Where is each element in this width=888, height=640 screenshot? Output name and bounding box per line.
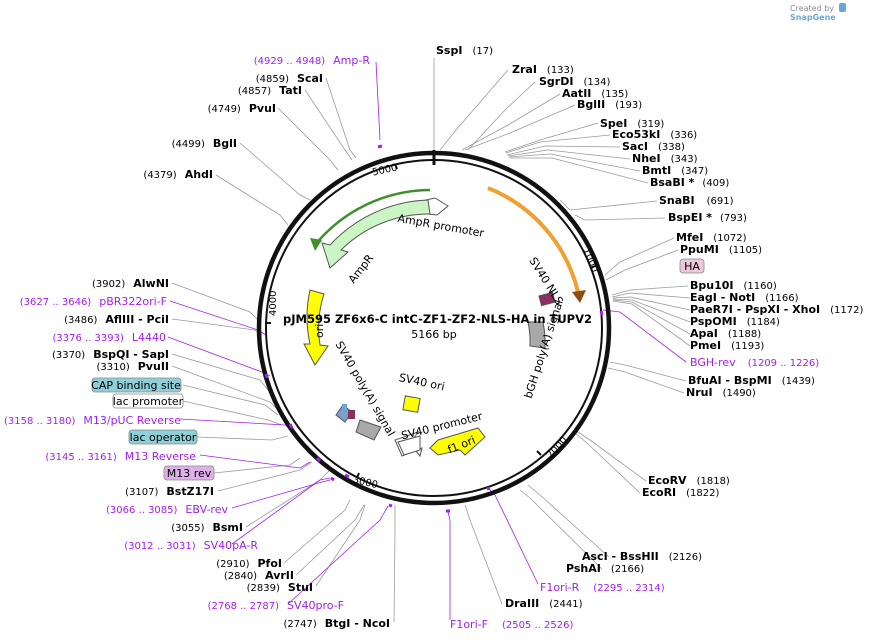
enzyme-labels-left: (2747)BtgI - NcoI (2839)StuI (2840)AvrII… bbox=[52, 72, 390, 630]
enzyme-label: (3055)BsmI bbox=[171, 521, 243, 534]
enzyme-label: BmtI(347) bbox=[642, 164, 708, 177]
feature-label-ampr: AmpR bbox=[346, 252, 377, 286]
primer-label: (3012 .. 3031)SV40pA-R bbox=[124, 539, 258, 552]
primer-label: (3145 .. 3161)M13 Reverse bbox=[45, 450, 196, 463]
snapgene-credit: Created by SnapGene bbox=[790, 3, 888, 22]
enzyme-label: SpeI(319) bbox=[600, 117, 664, 130]
bgh-polya-block bbox=[527, 321, 546, 349]
enzyme-label: (4499)BglI bbox=[172, 137, 237, 150]
primer-label: (2768 .. 2787)SV40pro-F bbox=[208, 599, 344, 612]
enzyme-label: (3486)AflIII - PciI bbox=[64, 313, 169, 326]
enzyme-label: (2840)AvrII bbox=[224, 569, 294, 582]
enzyme-label: BsaBI *(409) bbox=[650, 176, 729, 189]
enzyme-labels: SspI(17) ZraI(133) SgrDI(134) AatII(135)… bbox=[436, 44, 864, 610]
feature-label-ori: ori bbox=[313, 324, 326, 338]
enzyme-label: (2910)PfoI bbox=[216, 557, 282, 570]
gray-block bbox=[355, 419, 382, 441]
primer-markers bbox=[264, 144, 604, 513]
ampr-outer-arrow bbox=[314, 188, 431, 246]
enzyme-label: SnaBI(691) bbox=[659, 194, 734, 207]
enzyme-label: ZraI(133) bbox=[512, 63, 574, 76]
plasmid-name: pJM595 ZF6x6-C intC-ZF1-ZF2-NLS-HA in TU… bbox=[283, 312, 592, 326]
enzyme-label: (2747)BtgI - NcoI bbox=[284, 617, 390, 630]
enzyme-label: ApaI(1188) bbox=[690, 327, 761, 340]
primer-label: (4929 .. 4948)Amp-R bbox=[254, 54, 371, 67]
m13-rev-label: M13 rev bbox=[167, 467, 212, 480]
primer-label: F1ori-F(2505 .. 2526) bbox=[450, 618, 573, 631]
ha-box-label: HA bbox=[684, 260, 700, 273]
sv40-nls-block bbox=[538, 291, 556, 307]
primer-label: (3627 .. 3646)pBR322ori-F bbox=[20, 295, 167, 308]
sv40-ori-box bbox=[402, 395, 421, 413]
cap-binding-site-label: CAP binding site bbox=[91, 379, 181, 392]
enzyme-label: PspOMI(1184) bbox=[690, 315, 780, 328]
enzyme-label: SacI(338) bbox=[622, 140, 685, 153]
enzyme-label: AatII(135) bbox=[562, 87, 628, 100]
enzyme-label: PaeR7I - PspXI - XhoI(1172) bbox=[690, 303, 864, 316]
lac-promoter-label: lac promoter bbox=[113, 395, 184, 408]
primer-label: (3376 .. 3393)L4440 bbox=[52, 331, 166, 344]
enzyme-label: SgrDI(134) bbox=[539, 75, 610, 88]
ampr-arrow bbox=[321, 199, 431, 269]
primer-labels: (4929 .. 4948)Amp-R BGH-rev(1209 .. 1226… bbox=[4, 54, 819, 631]
m13-marker bbox=[348, 410, 355, 419]
primer-label: F1ori-R(2295 .. 2314) bbox=[540, 581, 665, 594]
enzyme-label: PshAI(2166) bbox=[566, 562, 644, 575]
enzyme-label: Bpu10I(1160) bbox=[690, 279, 777, 292]
feature-label-ampr-promoter: AmpR promoter bbox=[397, 212, 486, 240]
primer-label: (3158 .. 3180)M13/pUC Reverse bbox=[4, 414, 181, 427]
orange-arc bbox=[487, 186, 580, 293]
tick-label-5000: 5000 bbox=[371, 162, 398, 178]
enzyme-label: BfuAI - BspMI(1439) bbox=[688, 374, 815, 387]
credit-prefix: Created by bbox=[790, 4, 835, 13]
enzyme-label: (4379)AhdI bbox=[143, 168, 213, 181]
enzyme-label: BglII(193) bbox=[577, 98, 642, 111]
plasmid-length: 5166 bp bbox=[411, 328, 456, 341]
enzyme-label: (4859)ScaI bbox=[256, 72, 323, 85]
snapgene-logo-icon bbox=[838, 3, 846, 12]
enzyme-label: (2839)StuI bbox=[247, 581, 313, 594]
sv40-polya-block bbox=[335, 404, 353, 423]
enzyme-label: (4857)TatI bbox=[238, 84, 302, 97]
credit-brand: SnapGene bbox=[790, 13, 836, 22]
ori-arrow bbox=[303, 289, 329, 366]
enzyme-label: Eco53kI(336) bbox=[612, 128, 697, 141]
lac-operator-label: lac operator bbox=[130, 431, 197, 444]
enzyme-label: EcoRI(1822) bbox=[642, 486, 720, 499]
enzyme-label: NruI(1490) bbox=[686, 386, 756, 399]
primer-leaders bbox=[167, 61, 687, 620]
enzyme-label: SspI(17) bbox=[436, 44, 493, 57]
feature-label-sv40-ori: SV40 ori bbox=[398, 371, 446, 393]
primer-label: BGH-rev(1209 .. 1226) bbox=[690, 356, 819, 369]
enzyme-label: (3370)BspQI - SapI bbox=[52, 348, 169, 361]
enzyme-label: BspEI *(793) bbox=[668, 211, 747, 224]
enzyme-label: DraIII(2441) bbox=[505, 597, 583, 610]
enzyme-label: (3107)BstZ17I bbox=[125, 485, 214, 498]
tick-label-2000: 2000 bbox=[545, 435, 570, 461]
enzyme-label: AscI - BssHII(2126) bbox=[582, 550, 702, 563]
enzyme-label: EcoRV(1818) bbox=[648, 474, 730, 487]
tick-label-4000: 4000 bbox=[268, 291, 279, 316]
enzyme-label: (3310)PvuII bbox=[96, 360, 169, 373]
primer-label: (3066 .. 3085)EBV-rev bbox=[106, 503, 228, 516]
lac-marker bbox=[342, 404, 347, 412]
feature-arcs bbox=[303, 186, 586, 458]
enzyme-label: (3902)AlwNI bbox=[92, 277, 169, 290]
enzyme-label: (4749)PvuI bbox=[208, 102, 276, 115]
enzyme-label: MfeI(1072) bbox=[676, 231, 747, 244]
f1-ori-arrow bbox=[429, 427, 486, 456]
tick-label-1000: 1000 bbox=[580, 246, 600, 274]
enzyme-label: PpuMI(1105) bbox=[680, 243, 762, 256]
enzyme-label: EagI - NotI(1166) bbox=[690, 291, 799, 304]
boxed-labels: HA CAP binding site lac promoter lac ope… bbox=[91, 258, 705, 481]
enzyme-label: NheI(343) bbox=[632, 152, 698, 165]
enzyme-label: PmeI(1193) bbox=[690, 339, 764, 352]
